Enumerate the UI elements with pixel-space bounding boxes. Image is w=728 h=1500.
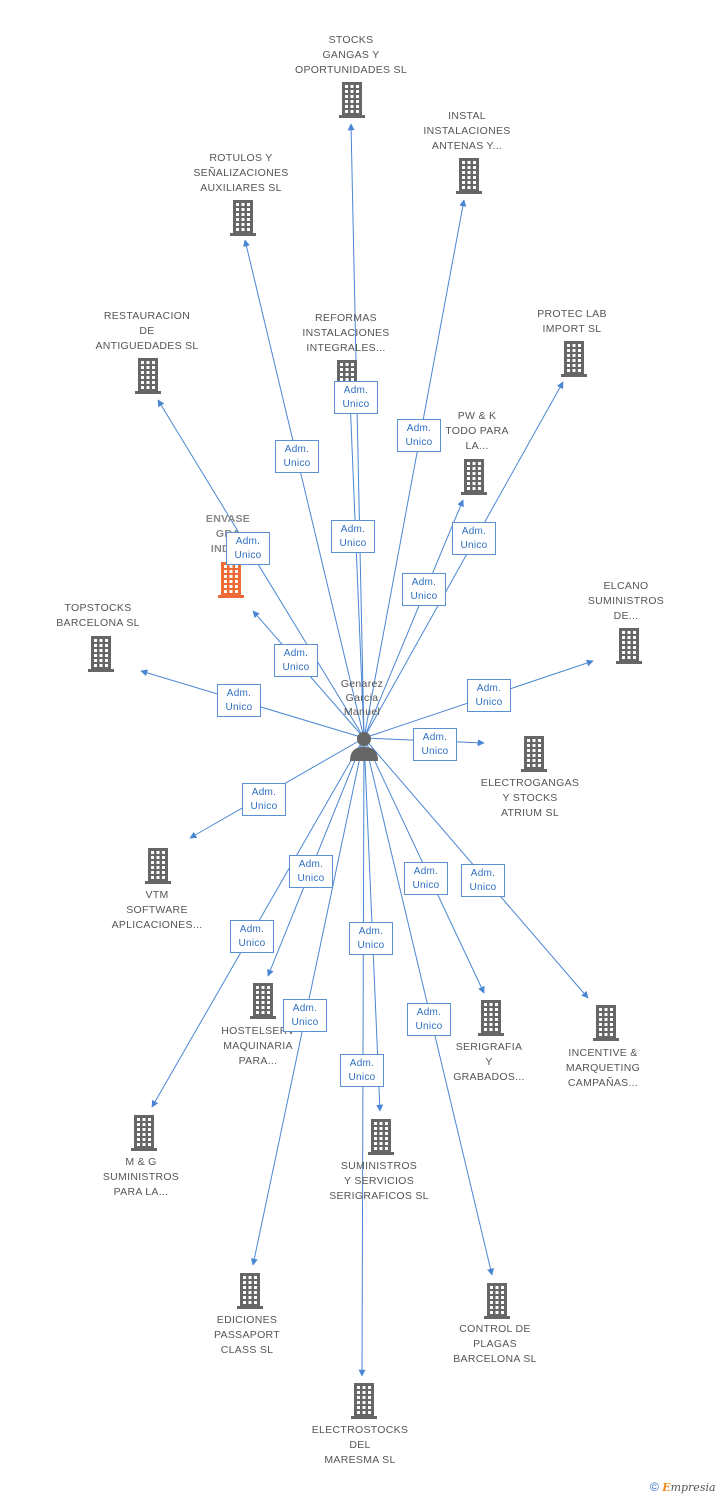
relation-badge-rotulos[interactable]: Adm.Unico — [275, 440, 319, 473]
relation-badge-control-plagas[interactable]: Adm.Unico — [407, 1003, 451, 1036]
building-icon-ediciones[interactable] — [235, 1273, 265, 1309]
building-icon-electrogangas[interactable] — [519, 736, 549, 772]
relation-badge-instal[interactable]: Adm.Unico — [397, 419, 441, 452]
relation-badge-electrogangas[interactable]: Adm.Unico — [413, 728, 457, 761]
edge-instal — [363, 199, 467, 739]
relation-badge-reformas[interactable]: Adm.Unico — [334, 381, 378, 414]
relation-badge-mg[interactable]: Adm.Unico — [230, 920, 274, 953]
edge-pwk — [363, 499, 464, 739]
relation-badge-topstocks[interactable]: Adm.Unico — [217, 684, 261, 717]
relation-badge-envase[interactable]: Adm.Unico — [226, 532, 270, 565]
building-icon-envase[interactable] — [216, 562, 246, 598]
building-icon-protec-lab[interactable] — [559, 341, 589, 377]
building-icon-hostelserv[interactable] — [248, 983, 278, 1019]
relation-badge-protec-lab[interactable]: Adm.Unico — [452, 522, 496, 555]
relation-badge-electrostocks[interactable]: Adm.Unico — [340, 1054, 384, 1087]
building-icon-mg[interactable] — [129, 1115, 159, 1151]
edge-restauracion — [157, 399, 365, 739]
edge-protec-lab — [363, 381, 564, 739]
empresia-logo: Empresia — [662, 1481, 716, 1494]
copyright-symbol: © — [650, 1480, 659, 1494]
edge-reformas — [346, 397, 365, 739]
building-icon-topstocks[interactable] — [86, 636, 116, 672]
relation-badge-hostelserv[interactable]: Adm.Unico — [289, 855, 333, 888]
building-icon-serigrafia[interactable] — [476, 1000, 506, 1036]
building-icon-elcano[interactable] — [614, 628, 644, 664]
edge-stocks-gangas — [347, 123, 365, 739]
relation-badge-extra-0[interactable]: Adm.Unico — [274, 644, 318, 677]
building-icon-incentive[interactable] — [591, 1005, 621, 1041]
relation-badge-incentive[interactable]: Adm.Unico — [461, 864, 505, 897]
building-icon-electrostocks[interactable] — [349, 1383, 379, 1419]
person-icon[interactable] — [348, 730, 380, 762]
footer-brand[interactable]: © Empresia — [650, 1480, 716, 1494]
relation-badge-extra-1[interactable]: Adm.Unico — [331, 520, 375, 553]
building-icon-suministros-servicios[interactable] — [366, 1119, 396, 1155]
building-icon-instal[interactable] — [454, 158, 484, 194]
building-icon-control-plagas[interactable] — [482, 1283, 512, 1319]
building-icon-restauracion[interactable] — [133, 358, 163, 394]
building-icon-rotulos[interactable] — [228, 200, 258, 236]
building-icon-vtm[interactable] — [143, 848, 173, 884]
building-icon-stocks-gangas[interactable] — [337, 82, 367, 118]
relation-badge-serigrafia[interactable]: Adm.Unico — [404, 862, 448, 895]
relation-badge-ediciones[interactable]: Adm.Unico — [283, 999, 327, 1032]
person-name[interactable]: Genarez Garcia Manuel — [340, 678, 384, 718]
building-icon-pwk[interactable] — [459, 459, 489, 495]
relation-badge-pwk[interactable]: Adm.Unico — [402, 573, 446, 606]
relation-badge-suministros-servicios[interactable]: Adm.Unico — [349, 922, 393, 955]
relation-badge-elcano[interactable]: Adm.Unico — [467, 679, 511, 712]
edge-rotulos — [243, 239, 365, 739]
relation-badge-vtm[interactable]: Adm.Unico — [242, 783, 286, 816]
